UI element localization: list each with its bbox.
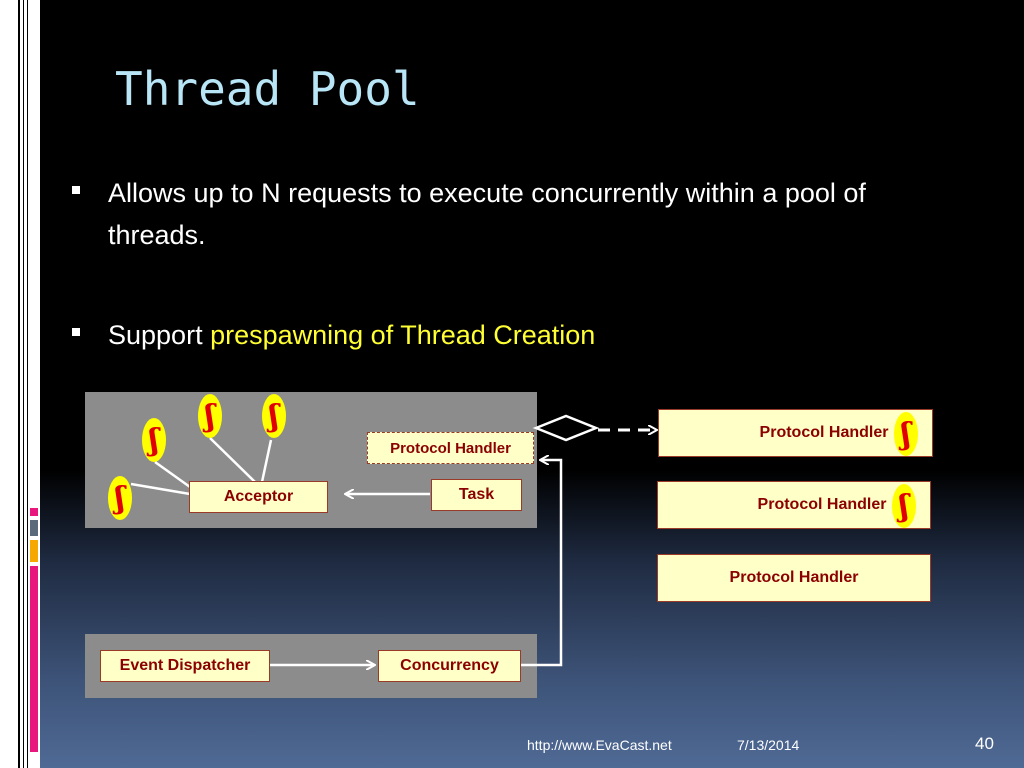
protocol-handler-label: Protocol Handler <box>757 496 887 513</box>
strip-line <box>23 0 24 768</box>
footer-url: http://www.EvaCast.net <box>527 737 672 753</box>
strip-line <box>27 0 28 768</box>
protocol-handler-label: Protocol Handler <box>729 569 859 586</box>
bullet-marker-icon <box>72 328 80 336</box>
accent-bar-orange <box>30 540 38 562</box>
left-decor-strip <box>0 0 40 768</box>
protocol-handler-label: Protocol Handler <box>759 424 889 441</box>
thread-icon: ʃ <box>108 476 132 520</box>
event-dispatcher-box: Event Dispatcher <box>100 650 270 682</box>
protocol-handler-box: Protocol Handler <box>657 554 931 602</box>
protocol-handler-dashed-box: Protocol Handler <box>367 432 534 464</box>
page-number: 40 <box>975 734 994 753</box>
protocol-handler-box: Protocol Handler <box>657 481 931 529</box>
concurrency-box: Concurrency <box>378 650 521 682</box>
thread-icon: ʃ <box>262 394 286 438</box>
bullet-marker-icon <box>72 186 80 194</box>
accent-bar-pink <box>30 508 38 516</box>
bullet-item: Support prespawning of Thread Creation <box>72 314 952 356</box>
accent-bar-gray <box>30 520 38 536</box>
thread-icon: ʃ <box>892 484 916 528</box>
thread-icon: ʃ <box>198 394 222 438</box>
footer-date: 7/13/2014 <box>737 737 800 753</box>
protocol-handler-box: Protocol Handler <box>658 409 933 457</box>
accent-bar-pink-long <box>30 566 38 752</box>
slide-title: Thread Pool <box>115 62 420 116</box>
strip-line <box>18 0 20 768</box>
bullet-text-highlight: prespawning of Thread Creation <box>210 320 596 350</box>
thread-icon: ʃ <box>894 412 918 456</box>
bullet-text-plain: Support <box>108 320 211 350</box>
bullet-list: Allows up to N requests to execute concu… <box>72 172 952 356</box>
aggregation-diamond <box>532 414 600 442</box>
bullet-text: Allows up to N requests to execute concu… <box>108 178 866 250</box>
bullet-item: Allows up to N requests to execute concu… <box>72 172 952 256</box>
thread-icon: ʃ <box>142 418 166 462</box>
task-box: Task <box>431 479 522 511</box>
acceptor-box: Acceptor <box>189 481 328 513</box>
